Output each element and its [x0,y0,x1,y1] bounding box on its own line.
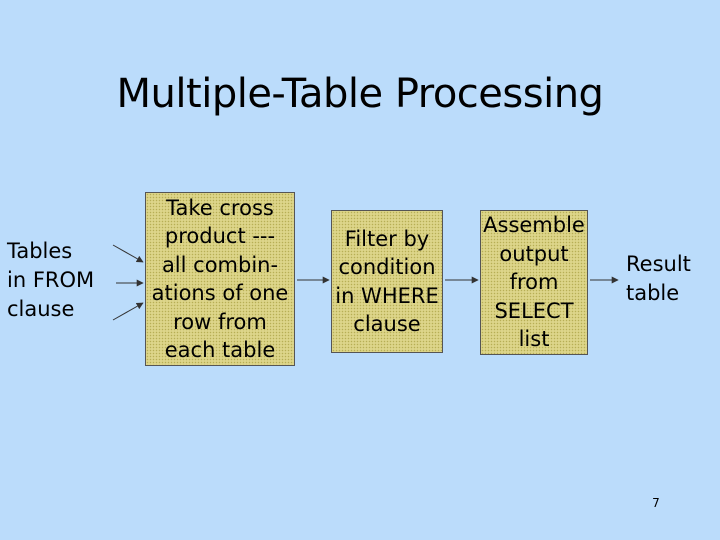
step-line: list [518,327,550,352]
page-number: 7 [652,496,660,510]
step-line: all combin- [161,252,279,277]
step-line: Assemble [483,213,585,238]
input-arrow-bottom [112,302,144,321]
step-line: in WHERE [335,283,439,308]
result-table-label: Result table [626,250,716,308]
result-label-line: Result [626,252,691,276]
step-line: row from [173,309,267,334]
input-label-line: Tables [7,239,73,263]
input-tables-label: Tables in FROM clause [7,237,117,324]
where-filter-step: Filter by condition in WHERE clause [331,210,443,353]
slide-title: Multiple-Table Processing [116,71,604,117]
input-label-line: in FROM [7,268,95,292]
cross-product-step: Take cross product --- all combin- ation… [145,192,295,366]
step-line: output [499,241,569,266]
step-line: SELECT [494,298,574,323]
step-line: product --- [164,224,276,248]
input-label-line: clause [7,297,75,321]
step-line: ations of one [151,281,289,305]
step-line: Take cross [166,195,274,220]
step-line: each table [164,338,276,362]
step-line: condition [338,255,436,279]
step-line: clause [353,312,421,336]
result-label-line: table [626,281,680,305]
select-assemble-step: Assemble output from SELECT list [480,210,588,355]
step-line: Filter by [344,226,430,251]
input-arrow-top [112,244,144,263]
step-line: from [509,270,559,295]
